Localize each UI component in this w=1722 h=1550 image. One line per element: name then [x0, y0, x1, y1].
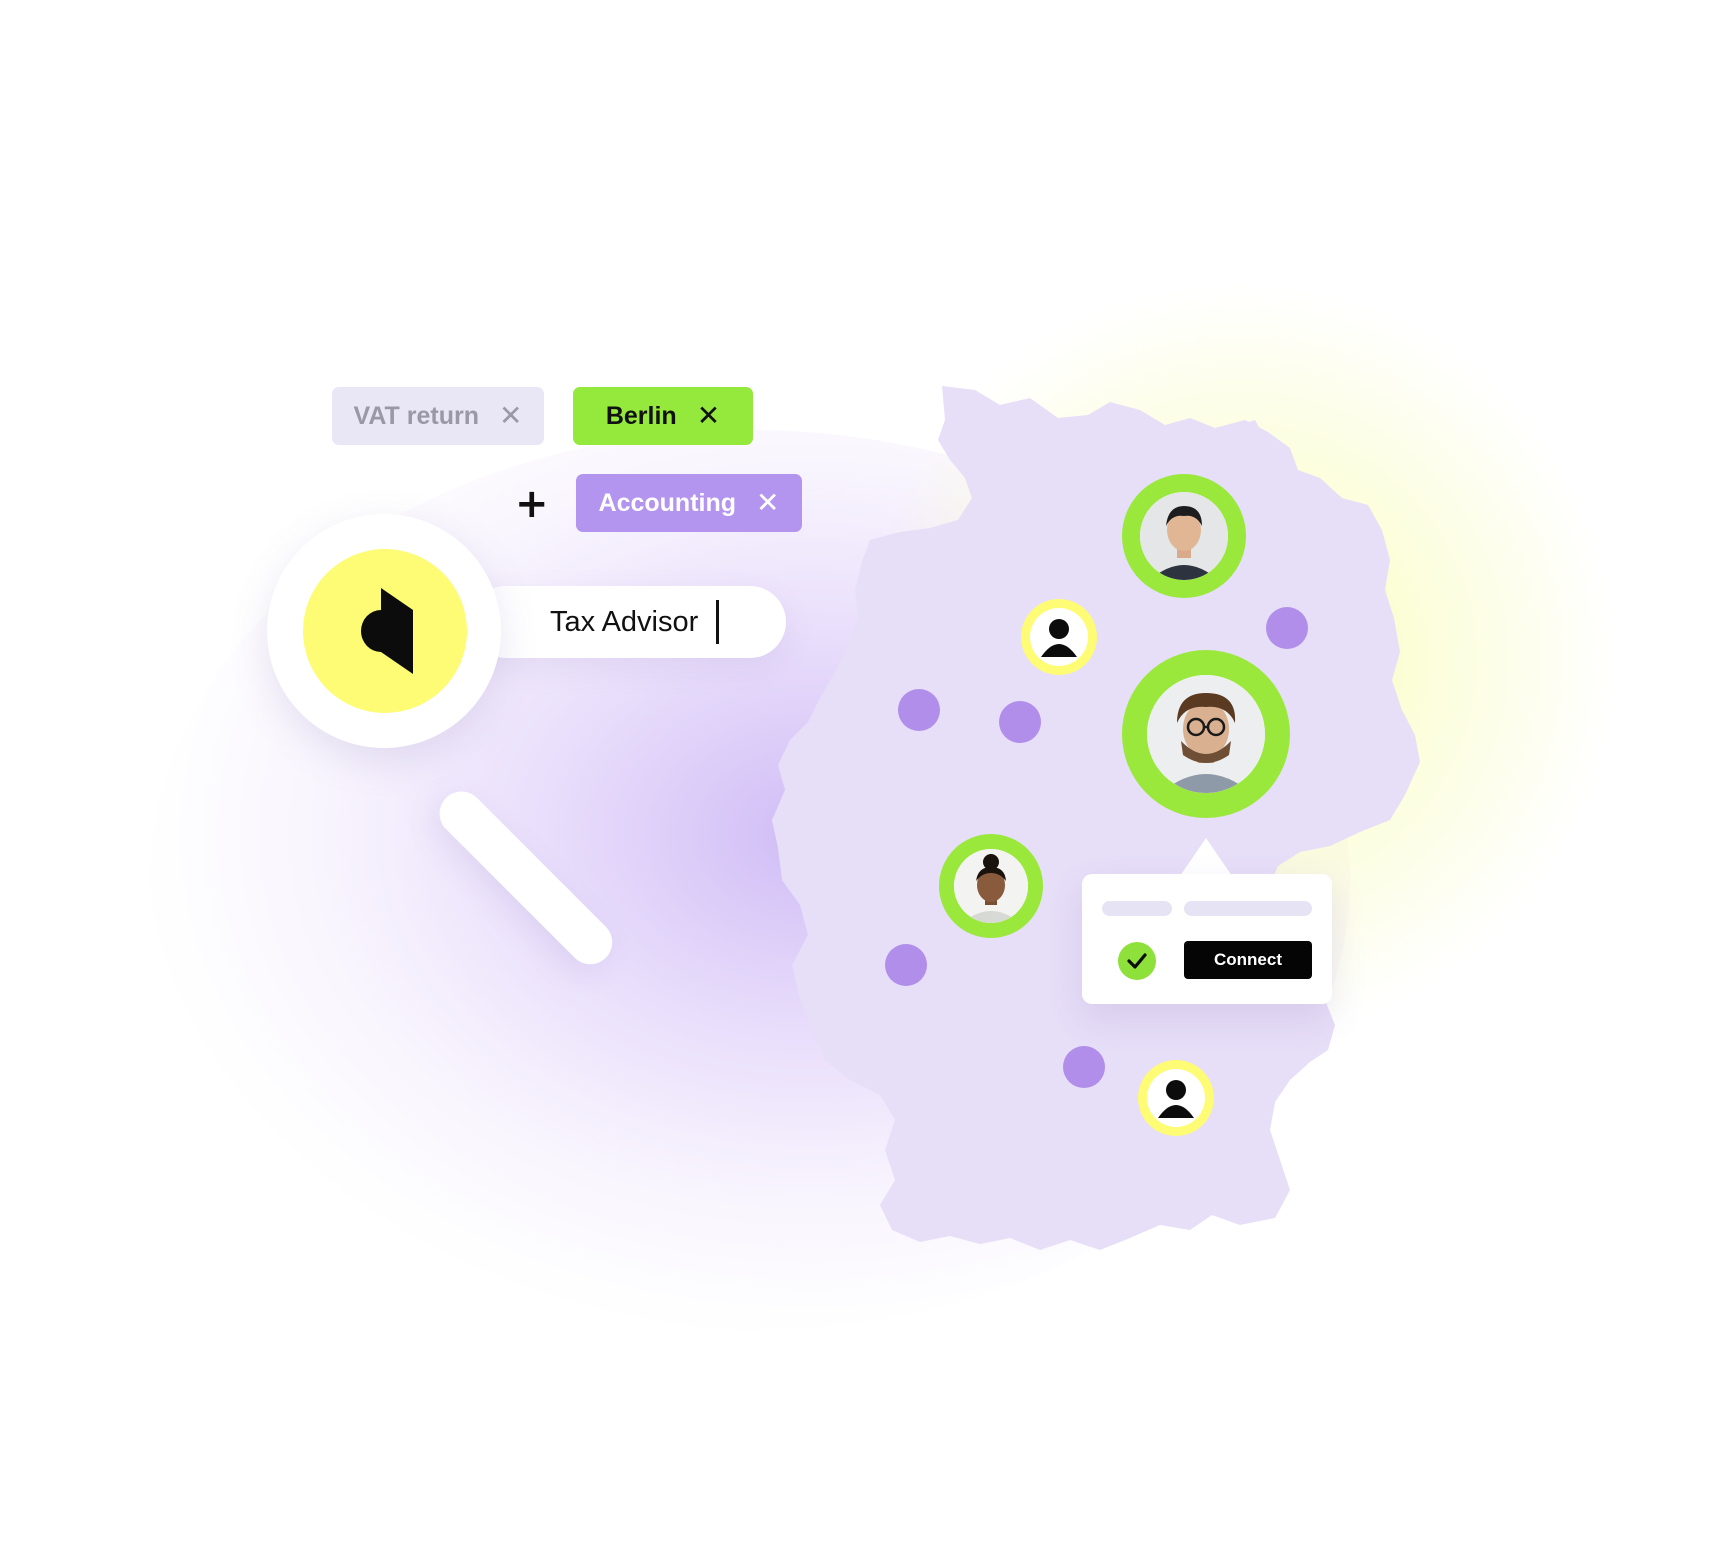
search-input[interactable]: Tax Advisor: [470, 586, 786, 658]
user-icon: [1041, 619, 1077, 657]
popup-pointer: [1180, 838, 1232, 876]
filter-chip-vat-label: VAT return: [353, 401, 479, 430]
avatar-photo: [954, 849, 1028, 923]
search-input-value: Tax Advisor: [550, 605, 699, 638]
text-caret: [716, 600, 720, 644]
magnifier-lens: [303, 549, 467, 713]
close-icon[interactable]: ✕: [696, 399, 721, 432]
advisor-popup-card: Connect: [1082, 874, 1332, 1004]
location-dot[interactable]: [1266, 607, 1308, 649]
d-logo-icon: [361, 588, 413, 674]
avatar-photo: [1147, 675, 1265, 793]
close-icon[interactable]: ✕: [756, 486, 780, 519]
connect-button[interactable]: Connect: [1184, 941, 1312, 979]
user-avatar-inner: [1030, 608, 1088, 666]
filter-chip-accounting-label: Accounting: [598, 488, 737, 517]
user-placeholder-avatar[interactable]: [1021, 599, 1097, 675]
location-dot[interactable]: [999, 701, 1041, 743]
check-icon: [1118, 942, 1156, 980]
avatar-photo: [1140, 492, 1228, 580]
filter-chip-accounting[interactable]: Accounting ✕: [576, 474, 802, 532]
advisor-avatar-selected[interactable]: [1122, 650, 1290, 818]
user-placeholder-avatar[interactable]: [1138, 1060, 1214, 1136]
close-icon[interactable]: ✕: [499, 399, 523, 432]
plus-icon[interactable]: +: [515, 481, 549, 527]
location-dot[interactable]: [885, 944, 927, 986]
placeholder-text-bar: [1102, 901, 1172, 916]
filter-chip-berlin-label: Berlin: [605, 401, 677, 430]
advisor-avatar[interactable]: [1122, 474, 1246, 598]
filter-chip-berlin[interactable]: Berlin ✕: [573, 387, 753, 445]
location-dot[interactable]: [1063, 1046, 1105, 1088]
location-dot[interactable]: [898, 689, 940, 731]
user-avatar-inner: [1147, 1069, 1205, 1127]
advisor-avatar[interactable]: [939, 834, 1043, 938]
placeholder-text-bar: [1184, 901, 1312, 916]
user-icon: [1158, 1080, 1194, 1118]
filter-chip-vat-return[interactable]: VAT return ✕: [332, 387, 544, 445]
